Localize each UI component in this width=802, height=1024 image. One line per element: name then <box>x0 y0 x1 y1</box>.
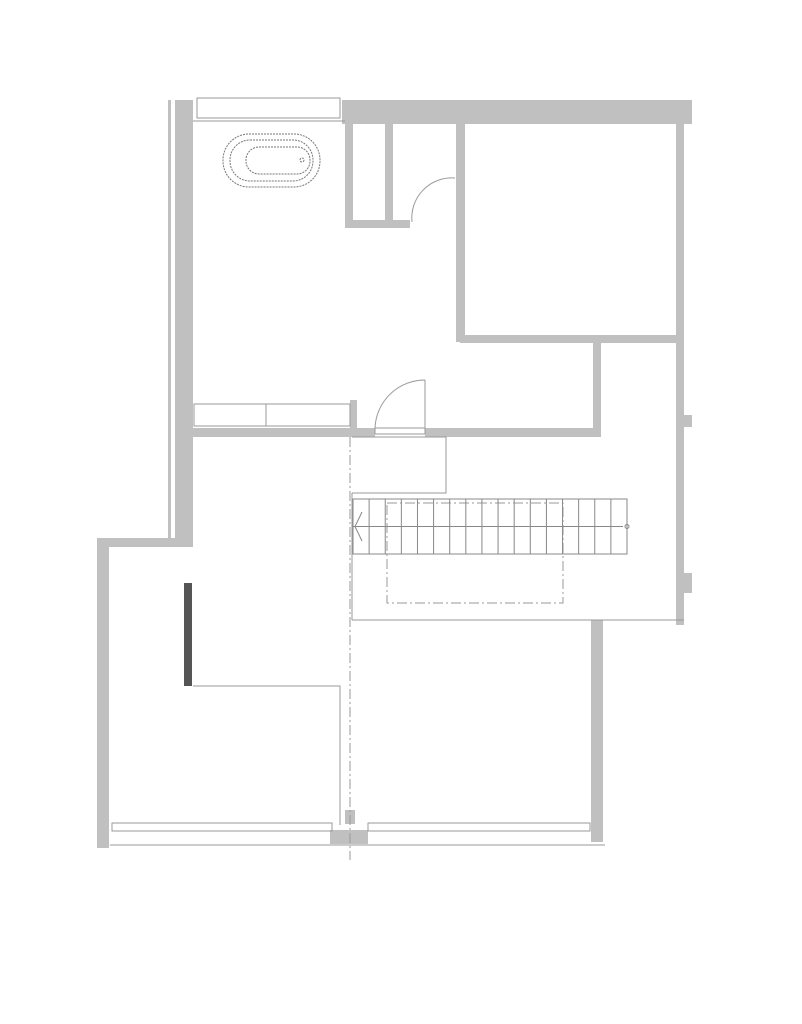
dark-partition <box>184 583 192 686</box>
bathtub-icon <box>222 133 321 188</box>
partition-line <box>193 685 341 825</box>
wall-hall-right <box>593 340 601 437</box>
door-swing-icon <box>374 379 426 429</box>
wall-closet-mid <box>385 120 393 228</box>
walls <box>97 100 692 848</box>
void-outline <box>386 502 564 604</box>
wall-bath-bottom <box>193 428 375 437</box>
landing <box>352 436 447 494</box>
wall-left-lower-top <box>97 538 193 547</box>
stair-arrow-icon <box>354 511 363 542</box>
wall-right-lower <box>591 620 603 842</box>
wall-closet-left <box>345 120 353 228</box>
wall-left-upper <box>175 100 193 546</box>
window-top <box>196 97 341 119</box>
wc-door-swing-icon <box>411 177 456 223</box>
wall-bath-bottom-2 <box>425 428 601 437</box>
window-bottom-right <box>367 822 591 832</box>
wall-stub <box>684 415 692 427</box>
staircase <box>352 498 630 555</box>
wall-left-lower <box>97 538 109 848</box>
wall-stub-2 <box>684 573 692 593</box>
stair-start-icon <box>624 524 630 529</box>
wall-bottom-mid <box>330 830 368 844</box>
shelf <box>193 403 351 427</box>
wall-wc <box>456 120 465 342</box>
door-leaf <box>374 427 426 435</box>
wall-closet-bottom <box>345 220 410 228</box>
wall-top <box>342 100 692 124</box>
wall-bedroom-bottom <box>460 335 684 343</box>
wall-left-upper-line <box>168 100 171 546</box>
wall-shelf-end <box>350 400 357 430</box>
window-bottom-left <box>111 822 333 832</box>
wall-bedroom-right <box>676 120 684 625</box>
